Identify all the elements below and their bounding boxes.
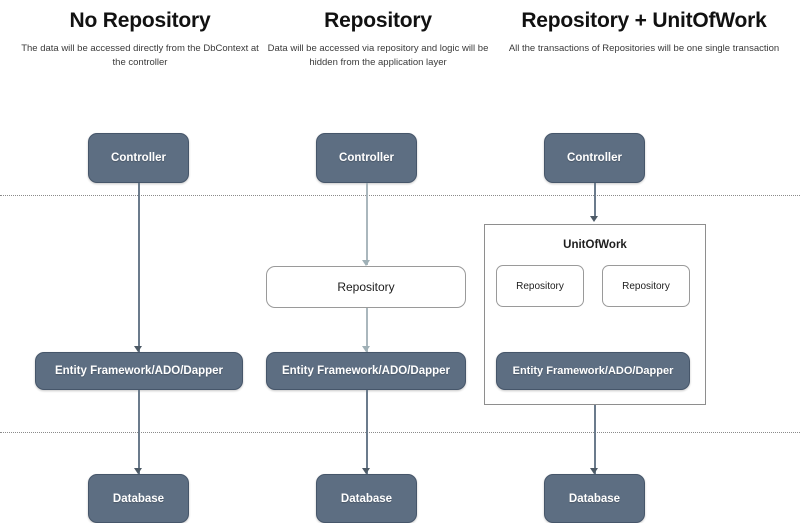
node-data-access-col2[interactable]: Entity Framework/ADO/Dapper [266, 352, 466, 390]
node-label: Controller [111, 152, 166, 164]
column-title: No Repository [69, 9, 211, 32]
node-database-col2[interactable]: Database [316, 474, 417, 523]
connector-data-access-to-database-col2 [366, 390, 368, 474]
arrowhead-data-access-col2 [362, 346, 370, 352]
layer-divider-top [0, 195, 800, 196]
node-controller-col1[interactable]: Controller [88, 133, 189, 183]
connector-repository-to-data-access-col2 [366, 308, 368, 352]
node-label: Repository [516, 280, 564, 292]
arrowhead-database-col3 [590, 468, 598, 474]
node-data-access-col1[interactable]: Entity Framework/ADO/Dapper [35, 352, 243, 390]
node-label: Database [112, 492, 165, 505]
arrowhead-database-col2 [362, 468, 370, 474]
node-label: Controller [567, 152, 622, 164]
column-subtitle: Data will be accessed via repository and… [267, 43, 489, 68]
node-label: Entity Framework/ADO/Dapper [512, 365, 674, 377]
connector-controller-to-unitofwork-col3 [594, 183, 596, 219]
connector-controller-to-repository-col2 [366, 183, 368, 265]
column-header-repository: Repository Data will be accessed via rep… [262, 8, 494, 70]
node-label: Database [340, 492, 393, 505]
node-controller-col2[interactable]: Controller [316, 133, 417, 183]
node-repository-col2[interactable]: Repository [266, 266, 466, 308]
arrowhead-repository-col2 [362, 260, 370, 266]
node-label: Entity Framework/ADO/Dapper [54, 365, 224, 377]
layer-divider-bottom [0, 432, 800, 433]
column-title: Repository + UnitOfWork [521, 9, 767, 32]
connector-data-access-to-database-col1 [138, 390, 140, 474]
node-label: Database [568, 492, 621, 505]
node-label: Controller [339, 152, 394, 164]
arrowhead-database-col1 [134, 468, 142, 474]
column-header-repository-unitofwork: Repository + UnitOfWork All the transact… [498, 8, 790, 56]
node-database-col1[interactable]: Database [88, 474, 189, 523]
node-label: Entity Framework/ADO/Dapper [281, 365, 451, 377]
connector-unitofwork-to-database-col3 [594, 405, 596, 474]
node-label: Repository [337, 280, 395, 294]
column-header-no-repository: No Repository The data will be accessed … [18, 8, 262, 70]
column-title: Repository [324, 9, 432, 32]
arrowhead-unitofwork-col3 [590, 216, 598, 222]
node-repository-left-col3[interactable]: Repository [496, 265, 584, 307]
node-database-col3[interactable]: Database [544, 474, 645, 523]
node-controller-col3[interactable]: Controller [544, 133, 645, 183]
column-subtitle: All the transactions of Repositories wil… [508, 43, 780, 54]
node-repository-right-col3[interactable]: Repository [602, 265, 690, 307]
arrowhead-data-access-col1 [134, 346, 142, 352]
column-subtitle: The data will be accessed directly from … [21, 43, 259, 68]
connector-controller-to-data-access-col1 [138, 183, 140, 352]
unitofwork-label: UnitOfWork [563, 239, 627, 251]
node-data-access-col3[interactable]: Entity Framework/ADO/Dapper [496, 352, 690, 390]
node-label: Repository [622, 280, 670, 292]
